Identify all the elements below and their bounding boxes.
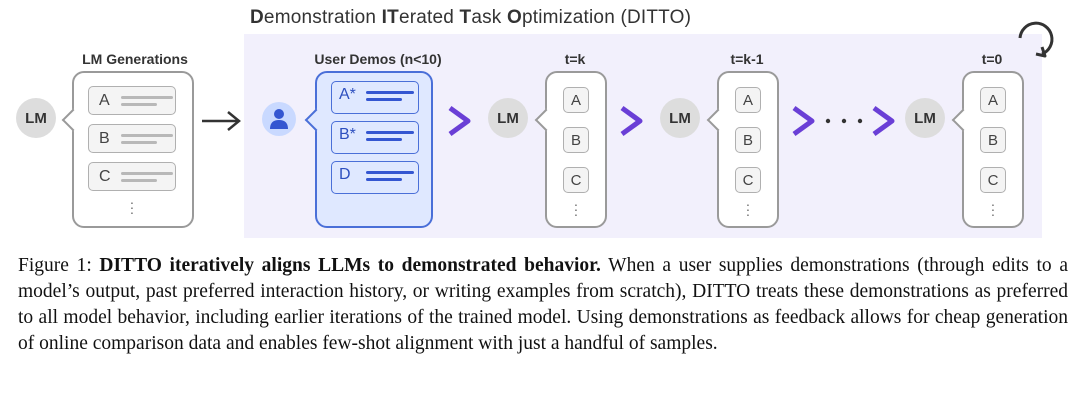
lm-node-t-k: LM: [488, 98, 528, 138]
lm-node-generations: LM: [16, 98, 56, 138]
user-avatar-icon: [262, 102, 296, 136]
iter-card-a: A: [980, 87, 1006, 113]
iter-card-b: B: [980, 127, 1006, 153]
generation-card-c: C: [88, 162, 176, 191]
more-dots: ···: [129, 194, 135, 220]
caption-bold: DITTO iteratively aligns LLMs to demonst…: [99, 255, 601, 276]
iter-card-a: A: [563, 87, 589, 113]
preference-chevron-icon: [448, 105, 471, 137]
iteration-label-t-0: t=0: [981, 51, 1003, 67]
figure-caption: Figure 1: DITTO iteratively aligns LLMs …: [18, 253, 1068, 357]
demo-card-b-star: B*: [331, 121, 419, 154]
lm-generations-label: LM Generations: [82, 51, 188, 67]
arrow-right-icon: [202, 111, 241, 131]
generation-card-b: B: [88, 124, 176, 153]
iteration-label-t-k: t=k: [564, 51, 586, 67]
more-dots: ···: [990, 196, 996, 222]
more-dots: ···: [573, 196, 579, 222]
demo-card-d: D: [331, 161, 419, 194]
figure-title: Demonstration ITerated Task Optimization…: [250, 7, 692, 28]
iter-card-c: C: [735, 167, 761, 193]
iter-card-a: A: [735, 87, 761, 113]
lm-node-t-k-minus-1: LM: [660, 98, 700, 138]
iter-card-b: B: [563, 127, 589, 153]
iter-card-c: C: [563, 167, 589, 193]
generation-card-a: A: [88, 86, 176, 115]
iter-card-c: C: [980, 167, 1006, 193]
ditto-figure: Demonstration ITerated Task Optimization…: [16, 7, 1054, 238]
user-demos-label: User Demos (n<10): [314, 51, 442, 67]
iteration-label-t-k-minus-1: t=k-1: [730, 51, 764, 67]
caption-text: When a user supplies demonstrations (thr…: [18, 255, 1068, 354]
demo-card-a-star: A*: [331, 81, 419, 114]
preference-chevron-ellipsis-icon: [792, 105, 895, 137]
preference-chevron-icon: [620, 105, 643, 137]
cycle-icon: [1018, 21, 1054, 58]
lm-node-t-0: LM: [905, 98, 945, 138]
caption-label: Figure 1:: [18, 255, 92, 276]
iter-card-b: B: [735, 127, 761, 153]
more-dots: ···: [745, 196, 751, 222]
